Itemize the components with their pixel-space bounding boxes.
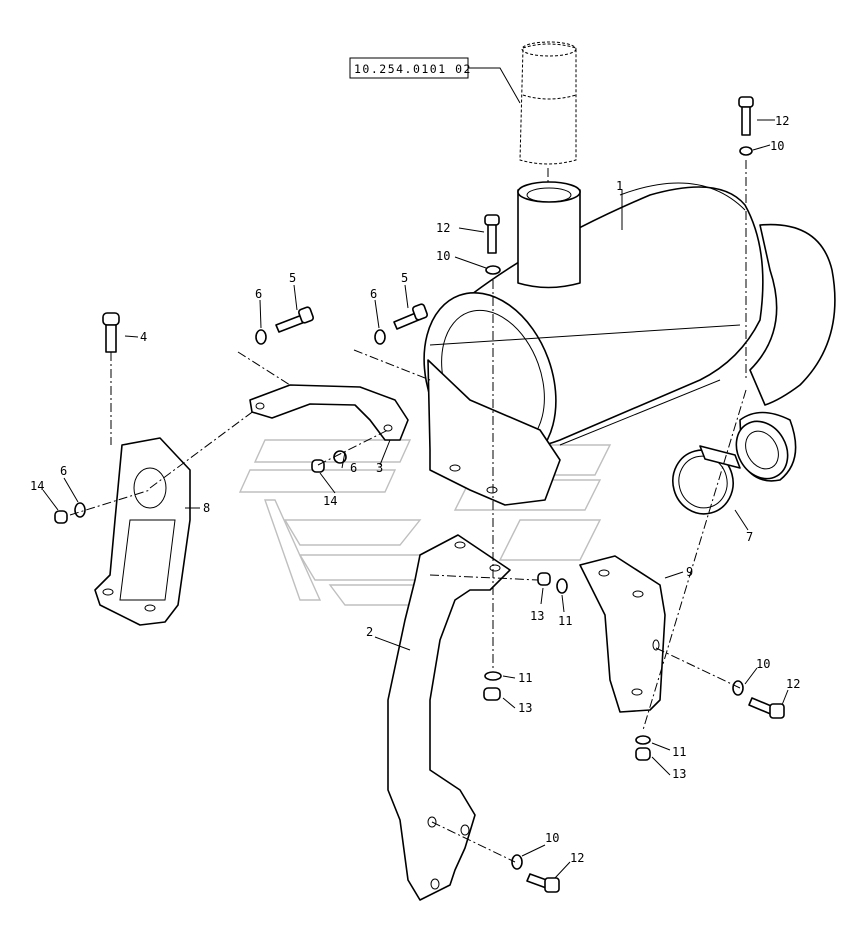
callout-10-center: 10 bbox=[436, 249, 450, 263]
callout-12-bottom: 12 bbox=[570, 851, 584, 865]
callout-13-right: 13 bbox=[672, 767, 686, 781]
callout-5-left: 5 bbox=[289, 271, 296, 285]
callout-11-mid: 11 bbox=[558, 614, 572, 628]
callout-5-right: 5 bbox=[401, 271, 408, 285]
callout-10-right: 10 bbox=[756, 657, 770, 671]
callout-7: 7 bbox=[746, 530, 753, 544]
left-support-bracket bbox=[94, 437, 191, 626]
callout-13-center: 13 bbox=[518, 701, 532, 715]
bolt-5-left bbox=[275, 306, 314, 333]
long-support-bracket bbox=[387, 534, 511, 901]
callout-8-left: 8 bbox=[203, 501, 210, 515]
callout-1: 1 bbox=[616, 179, 623, 193]
reference-exhaust-pipe bbox=[349, 41, 577, 200]
bolt-12-right bbox=[748, 697, 785, 719]
callout-12-right: 12 bbox=[786, 677, 800, 691]
callout-11-right: 11 bbox=[672, 745, 686, 759]
muffler bbox=[423, 181, 836, 506]
callout-3: 3 bbox=[376, 461, 383, 475]
callout-6-left: 6 bbox=[255, 287, 262, 301]
callout-12-top: 12 bbox=[775, 114, 789, 128]
bolt-5-right bbox=[393, 303, 428, 330]
callout-10-bottom: 10 bbox=[545, 831, 559, 845]
right-support-bracket bbox=[579, 555, 666, 713]
callout-leaders bbox=[42, 119, 789, 879]
bolt-12-bottom bbox=[526, 873, 560, 893]
callout-6-right: 6 bbox=[370, 287, 377, 301]
callout-4: 4 bbox=[140, 330, 147, 344]
callout-8-right: 9 bbox=[686, 565, 693, 579]
callout-10-top: 10 bbox=[770, 139, 784, 153]
bolt-12-center bbox=[484, 214, 500, 254]
washers-and-nuts bbox=[54, 146, 753, 870]
callout-11-center: 11 bbox=[518, 671, 532, 685]
mounting-strap bbox=[249, 384, 409, 441]
callout-6-strap: 6 bbox=[350, 461, 357, 475]
callout-6-bracket: 6 bbox=[60, 464, 67, 478]
reference-number: 10.254.0101 02 bbox=[354, 62, 472, 76]
bolt-12-top-right bbox=[738, 96, 754, 136]
callout-14-strap: 14 bbox=[323, 494, 337, 508]
callout-14-left: 14 bbox=[30, 479, 44, 493]
assembly-centerlines bbox=[69, 160, 747, 863]
bolt-4 bbox=[102, 312, 120, 353]
callout-13-mid: 13 bbox=[530, 609, 544, 623]
hose-clamp bbox=[672, 445, 741, 515]
callout-2: 2 bbox=[366, 625, 373, 639]
callout-12-center: 12 bbox=[436, 221, 450, 235]
